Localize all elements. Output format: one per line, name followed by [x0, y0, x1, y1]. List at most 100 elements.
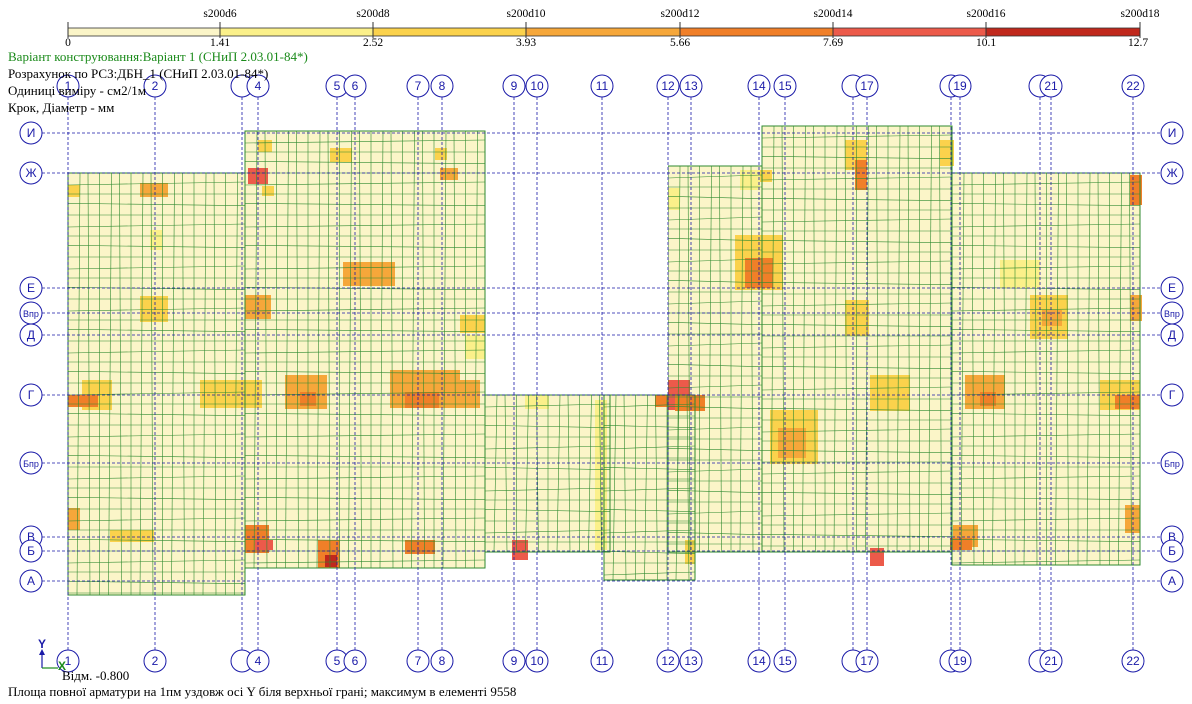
- mesh-line: [244, 161, 486, 164]
- reinforcement-hotspot: [512, 540, 528, 560]
- axis-bubble-left: [19, 383, 43, 407]
- axis-bubble-top-label: 11: [596, 79, 609, 93]
- axis-bubble-right-label: В: [1168, 530, 1176, 544]
- axis-bubble-top: [143, 74, 167, 98]
- mesh-line: [644, 394, 648, 581]
- mesh-line: [951, 329, 1141, 332]
- mesh-line: [686, 394, 690, 581]
- mesh-line: [244, 245, 486, 248]
- mesh-line: [770, 125, 775, 553]
- mesh-line: [67, 475, 246, 480]
- axis-bubble-bottom-label: 4: [255, 654, 262, 668]
- mesh-line: [422, 130, 425, 569]
- mesh-line: [951, 245, 1141, 248]
- axis-bubble-left: [19, 276, 43, 300]
- mesh-line: [244, 307, 486, 312]
- legend-top-label: s200d12: [660, 8, 700, 20]
- axis-bubble-left-label: Бпр: [23, 459, 39, 469]
- mesh-line: [484, 509, 611, 512]
- axis-bubble-left: [19, 569, 43, 593]
- design-variant-line: Варіант конструювання:Варіант 1 (СНиП 2.…: [8, 49, 308, 64]
- mesh-line: [739, 165, 744, 553]
- axis-bubble-left: [19, 451, 43, 475]
- mesh-line: [907, 125, 911, 553]
- axis-bubble-bottom: [1121, 649, 1145, 673]
- axis-bubble-top-label: 14: [752, 79, 766, 93]
- mesh-line: [603, 425, 696, 428]
- axis-bubble-top: [1121, 74, 1145, 98]
- mesh-line: [951, 203, 1141, 206]
- axis-bubble-left: [19, 161, 43, 185]
- mesh-line: [182, 172, 185, 596]
- axis-bubble-top-label: 10: [530, 79, 544, 93]
- mesh-line: [453, 130, 457, 569]
- axis-bubble-left: [19, 323, 43, 347]
- mesh-line: [253, 130, 258, 569]
- mesh-line: [781, 125, 785, 553]
- mesh-line: [761, 218, 953, 223]
- mesh-line: [484, 425, 611, 428]
- mesh-line: [76, 172, 81, 596]
- mesh-line: [244, 413, 486, 416]
- mesh-line: [244, 391, 486, 396]
- mesh-line: [951, 371, 1141, 374]
- mesh-line: [667, 364, 763, 367]
- slab-region: [245, 131, 485, 568]
- legend-value-label: 12.7: [1127, 37, 1149, 49]
- reinforcement-hotspot: [68, 508, 80, 530]
- axis-bubble-right-label: А: [1168, 574, 1176, 588]
- mesh-line: [139, 172, 144, 596]
- mesh-line: [708, 165, 712, 553]
- axis-bubble-bottom-label: 15: [778, 654, 792, 668]
- mesh-line: [667, 468, 763, 473]
- axis-bubble-right: [1160, 539, 1184, 563]
- legend-top-label: s200d8: [356, 8, 390, 20]
- mesh-line: [761, 260, 953, 265]
- axis-bubble-right-label: Д: [1168, 328, 1176, 342]
- mesh-line: [761, 428, 953, 433]
- reinforcement-hotspot: [940, 140, 954, 166]
- mesh-line: [603, 487, 696, 492]
- mesh-line: [234, 172, 238, 596]
- axis-bubble-left-label: Впр: [23, 309, 39, 319]
- mesh-line: [761, 282, 953, 285]
- legend-value-label: 1.41: [209, 37, 231, 49]
- axis-bubble-bottom-label: 11: [596, 654, 609, 668]
- mesh-line: [588, 394, 592, 553]
- axis-bubble-right: [1160, 451, 1184, 475]
- slab-mesh: [67, 125, 1142, 596]
- mesh-line: [411, 130, 415, 569]
- axis-bubble-right-label: Впр: [1164, 309, 1180, 319]
- units-line: Одиниці виміру - см2/1м: [8, 83, 146, 98]
- legend-value-label: 0: [65, 37, 71, 49]
- mesh-line: [67, 559, 246, 564]
- mesh-line: [244, 517, 486, 522]
- axis-bubble-bottom-label: 10: [530, 654, 544, 668]
- axis-bubble-top: [747, 74, 771, 98]
- axis-bubble-top-label: 4: [255, 79, 262, 93]
- reinforcement-hotspot: [248, 168, 268, 184]
- mesh-line: [761, 198, 953, 201]
- mesh-line: [951, 559, 1141, 564]
- reinforcement-hotspot: [68, 395, 98, 407]
- reinforcement-hotspot: [140, 183, 168, 197]
- mesh-line: [951, 223, 1141, 228]
- axis-bubble-bottom: [525, 649, 549, 673]
- mesh-line: [504, 394, 508, 553]
- mesh-line: [655, 394, 658, 581]
- mesh-line: [951, 497, 1141, 500]
- mesh-line: [603, 509, 696, 512]
- mesh-line: [67, 371, 246, 374]
- mesh-line: [67, 329, 246, 332]
- mesh-line: [244, 433, 486, 438]
- mesh-line: [761, 366, 953, 369]
- axis-bubble-bottom-label: 9: [511, 654, 518, 668]
- reinforcement-hotspot: [68, 185, 80, 197]
- mesh-line: [667, 322, 763, 325]
- mesh-line: [244, 139, 486, 144]
- mesh-line: [87, 172, 91, 596]
- axis-bubble-left-label: Г: [28, 388, 35, 402]
- reinforcement-hotspot: [1115, 395, 1140, 409]
- reinforcement-hotspot: [435, 148, 447, 160]
- mesh-line: [667, 342, 763, 347]
